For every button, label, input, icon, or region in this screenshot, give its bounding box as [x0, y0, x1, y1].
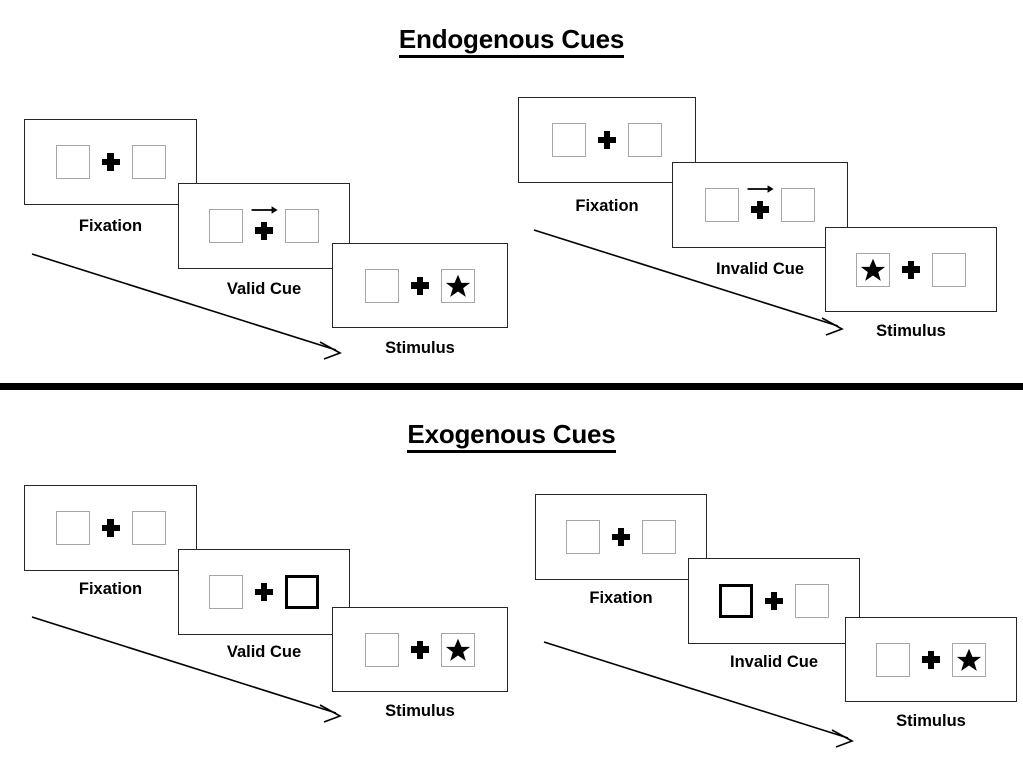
- left-box[interactable]: [209, 575, 243, 609]
- section-divider: [0, 383, 1023, 390]
- fixation-cross-icon: [101, 519, 120, 537]
- time-flow-arrow-endogenous-valid: [28, 250, 353, 365]
- panel-content: [333, 244, 507, 327]
- star-icon: [445, 637, 471, 663]
- time-flow-arrow-endogenous-invalid: [530, 226, 855, 341]
- panel-label-exogenous-invalid-cue: Invalid Cue: [729, 653, 819, 671]
- panel-exogenous-invalid-cue[interactable]: [688, 558, 860, 644]
- fixation-cross-icon: [411, 276, 429, 295]
- panel-endogenous-valid-stimulus[interactable]: [332, 243, 508, 328]
- arrow-right-icon: [251, 204, 279, 216]
- fixation-center: [90, 142, 132, 182]
- fixation-center: [753, 581, 795, 621]
- section-title-exogenous: Exogenous Cues: [0, 419, 1023, 453]
- panel-content: [179, 550, 349, 634]
- star-icon: [860, 257, 886, 283]
- panel-content: [826, 228, 996, 311]
- time-flow-arrow-exogenous-valid: [28, 613, 353, 728]
- fixation-cross-icon: [765, 592, 783, 610]
- panel-content: [689, 559, 859, 643]
- panel-content: [25, 120, 196, 204]
- right-box-cued[interactable]: [285, 575, 319, 609]
- right-box[interactable]: [795, 584, 829, 618]
- section-title-exogenous-text: Exogenous Cues: [407, 419, 616, 453]
- fixation-center: [600, 517, 642, 557]
- panel-label-exogenous-valid-fixation: Fixation: [78, 580, 143, 598]
- star-icon: [445, 273, 471, 299]
- panel-label-exogenous-invalid-fixation: Fixation: [589, 589, 653, 607]
- panel-label-endogenous-valid-fixation: Fixation: [78, 217, 143, 235]
- fixation-cross-icon: [598, 131, 616, 149]
- fixation-center: [739, 185, 781, 225]
- panel-content: [179, 184, 349, 268]
- right-box[interactable]: [932, 252, 966, 287]
- right-box[interactable]: [952, 642, 986, 677]
- panel-content: [333, 608, 507, 691]
- right-box[interactable]: [285, 209, 319, 243]
- panel-endogenous-invalid-cue[interactable]: [672, 162, 848, 248]
- panel-exogenous-invalid-fixation[interactable]: [535, 494, 707, 580]
- left-box[interactable]: [365, 632, 399, 667]
- section-title-endogenous: Endogenous Cues: [0, 24, 1023, 58]
- left-box[interactable]: [365, 268, 399, 303]
- panel-label-exogenous-valid-cue: Valid Cue: [226, 643, 302, 661]
- panel-exogenous-valid-stimulus[interactable]: [332, 607, 508, 692]
- fixation-center: [399, 630, 441, 670]
- fixation-cross-icon: [101, 153, 120, 171]
- right-box[interactable]: [131, 145, 166, 179]
- panel-exogenous-valid-cue[interactable]: [178, 549, 350, 635]
- fixation-cross-icon: [411, 640, 429, 659]
- right-box[interactable]: [441, 268, 475, 303]
- fixation-cross-icon: [255, 583, 273, 601]
- panel-label-endogenous-invalid-cue: Invalid Cue: [715, 260, 805, 278]
- left-box[interactable]: [705, 188, 739, 222]
- fixation-center: [910, 640, 952, 680]
- panel-content: [673, 163, 847, 247]
- fixation-cross-icon: [751, 200, 769, 219]
- fixation-center: [399, 266, 441, 306]
- panel-label-endogenous-invalid-stimulus: Stimulus: [876, 322, 946, 340]
- panel-label-endogenous-valid-cue: Valid Cue: [226, 280, 302, 298]
- fixation-center: [890, 250, 932, 290]
- right-box[interactable]: [628, 123, 662, 157]
- section-title-endogenous-text: Endogenous Cues: [398, 24, 624, 58]
- panel-exogenous-valid-fixation[interactable]: [24, 485, 197, 571]
- panel-content: [25, 486, 196, 570]
- panel-label-exogenous-invalid-stimulus: Stimulus: [896, 712, 966, 730]
- panel-endogenous-invalid-stimulus[interactable]: [825, 227, 997, 312]
- left-box[interactable]: [856, 252, 890, 287]
- panel-label-exogenous-valid-stimulus: Stimulus: [385, 702, 455, 720]
- left-box[interactable]: [55, 145, 90, 179]
- fixation-center: [243, 206, 285, 246]
- left-box[interactable]: [209, 209, 243, 243]
- panel-label-endogenous-invalid-fixation: Fixation: [575, 197, 639, 215]
- time-flow-arrow-exogenous-invalid: [540, 638, 865, 753]
- right-box[interactable]: [781, 188, 815, 222]
- fixation-cross-icon: [612, 528, 630, 546]
- panel-endogenous-valid-cue[interactable]: [178, 183, 350, 269]
- panel-endogenous-valid-fixation[interactable]: [24, 119, 197, 205]
- fixation-center: [243, 572, 285, 612]
- panel-endogenous-invalid-fixation[interactable]: [518, 97, 696, 183]
- panel-label-endogenous-valid-stimulus: Stimulus: [385, 339, 455, 357]
- right-box[interactable]: [131, 511, 166, 545]
- right-box[interactable]: [642, 520, 676, 554]
- fixation-center: [90, 508, 132, 548]
- panel-content: [519, 98, 695, 182]
- left-box[interactable]: [566, 520, 600, 554]
- left-box[interactable]: [876, 642, 910, 677]
- right-box[interactable]: [441, 632, 475, 667]
- panel-exogenous-invalid-stimulus[interactable]: [845, 617, 1017, 702]
- left-box[interactable]: [552, 123, 586, 157]
- panel-content: [536, 495, 706, 579]
- left-box-cued[interactable]: [719, 584, 753, 618]
- fixation-center: [586, 120, 628, 160]
- fixation-cross-icon: [922, 650, 940, 669]
- star-icon: [956, 647, 982, 673]
- panel-content: [846, 618, 1016, 701]
- fixation-cross-icon: [902, 260, 920, 279]
- arrow-right-icon: [747, 183, 775, 195]
- fixation-cross-icon: [255, 221, 273, 240]
- left-box[interactable]: [55, 511, 90, 545]
